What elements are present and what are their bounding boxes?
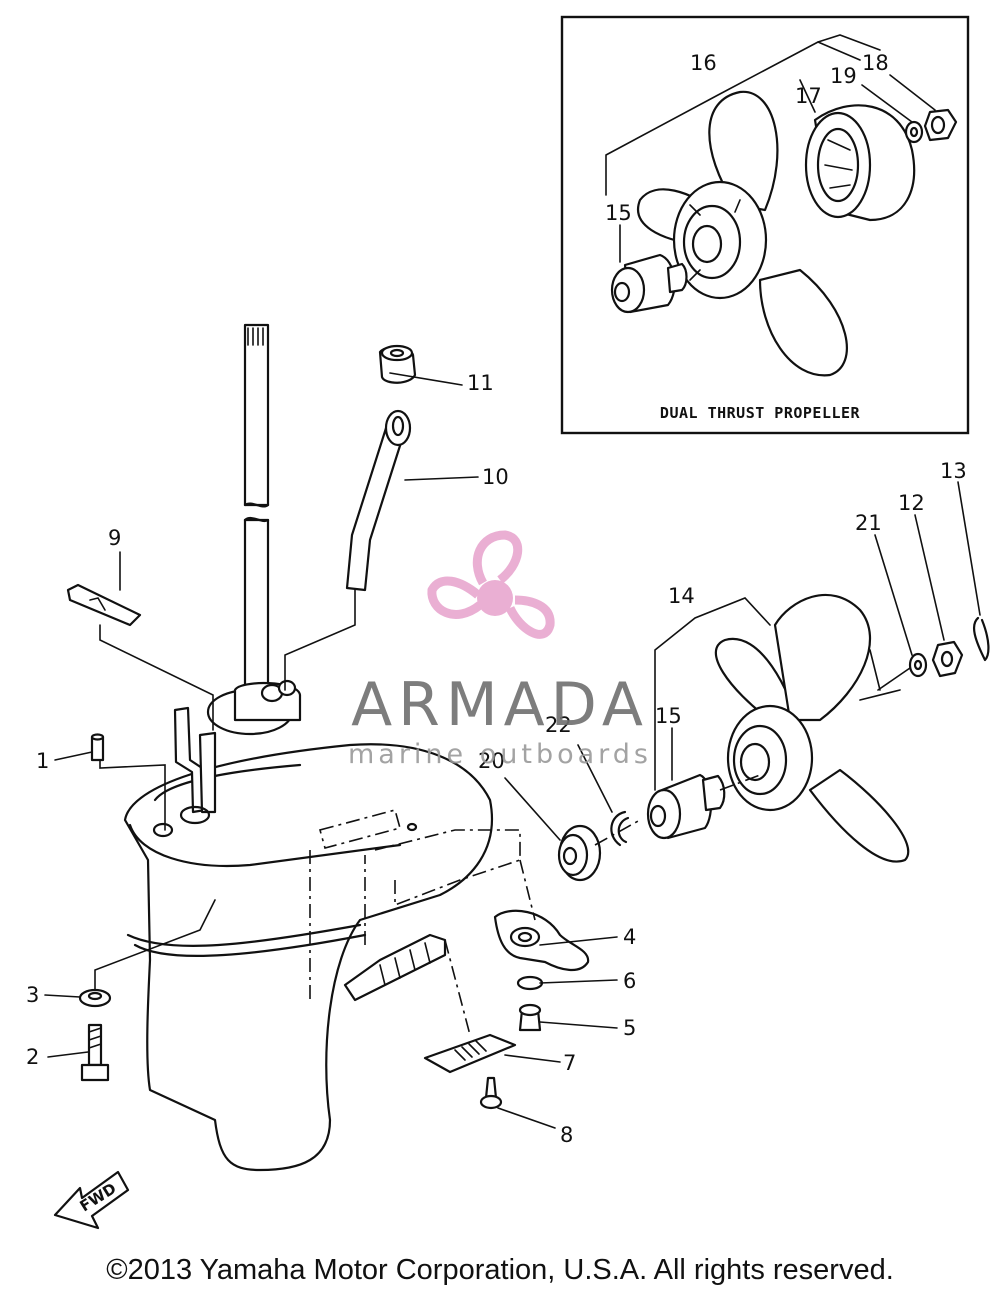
part-8-screw xyxy=(479,1076,503,1110)
part-6-washer xyxy=(516,975,544,991)
part-7-trim-tab xyxy=(423,1033,517,1074)
callout-21: 21 xyxy=(855,511,882,535)
callout-15-inset: 15 xyxy=(605,201,632,225)
fwd-arrow: FWD xyxy=(53,1170,130,1230)
callout-9: 9 xyxy=(108,526,121,550)
drive-shaft xyxy=(243,323,270,717)
leader-lines xyxy=(44,372,981,1129)
callout-14: 14 xyxy=(668,584,695,608)
inset-title: DUAL THRUST PROPELLER xyxy=(660,404,861,422)
part-14-propeller xyxy=(714,593,910,863)
callout-7: 7 xyxy=(563,1051,576,1075)
callout-13: 13 xyxy=(940,459,967,483)
callout-3: 3 xyxy=(26,983,39,1007)
thrust-cone xyxy=(804,104,916,222)
part-4-anode xyxy=(493,909,590,971)
inset-bushing xyxy=(610,253,688,314)
propeller-hub-icon xyxy=(477,580,513,616)
callout-10: 10 xyxy=(482,465,509,489)
part-15-bushing xyxy=(646,773,726,840)
callout-22: 22 xyxy=(545,713,572,737)
part-21-washer xyxy=(908,652,928,678)
copyright-notice: ©2013 Yamaha Motor Corporation, U.S.A. A… xyxy=(106,1254,894,1286)
callout-15-main: 15 xyxy=(655,704,682,728)
callout-19: 19 xyxy=(830,64,857,88)
nut-18 xyxy=(923,108,958,142)
lower-casing xyxy=(123,679,493,1172)
callout-20: 20 xyxy=(478,749,505,773)
callout-17: 17 xyxy=(795,84,822,108)
callout-18: 18 xyxy=(862,51,889,75)
washer-19 xyxy=(904,120,924,144)
part-11-grommet xyxy=(378,344,417,384)
part-9-plate xyxy=(66,583,142,627)
part-12-nut xyxy=(931,640,964,678)
callout-2: 2 xyxy=(26,1045,39,1069)
inset-panel: DUAL THRUST PROPELLER xyxy=(560,15,970,435)
callout-12: 12 xyxy=(898,491,925,515)
callout-4: 4 xyxy=(623,925,636,949)
callout-5: 5 xyxy=(623,1016,636,1040)
part-2-bolt xyxy=(80,1023,110,1082)
dual-thrust-propeller xyxy=(637,90,848,377)
callout-6: 6 xyxy=(623,969,636,993)
part-20-thrust-washer xyxy=(557,824,602,882)
armada-watermark: ARMADA marine outboards xyxy=(348,530,652,770)
callout-numbers: 16 18 19 17 15 11 10 13 12 21 9 14 15 22… xyxy=(26,51,967,1147)
callout-11: 11 xyxy=(467,371,494,395)
callout-8: 8 xyxy=(560,1123,573,1147)
part-5-bolt xyxy=(518,1003,542,1032)
part-22-clip xyxy=(610,810,630,847)
callout-16: 16 xyxy=(690,51,717,75)
callout-1: 1 xyxy=(36,749,49,773)
propeller-logo-icon xyxy=(427,530,555,639)
watermark-brand: ARMADA xyxy=(351,670,649,740)
part-10-water-tube xyxy=(345,409,412,592)
part-13-cotter-pin xyxy=(972,616,990,662)
watermark-tagline: marine outboards xyxy=(348,739,652,770)
